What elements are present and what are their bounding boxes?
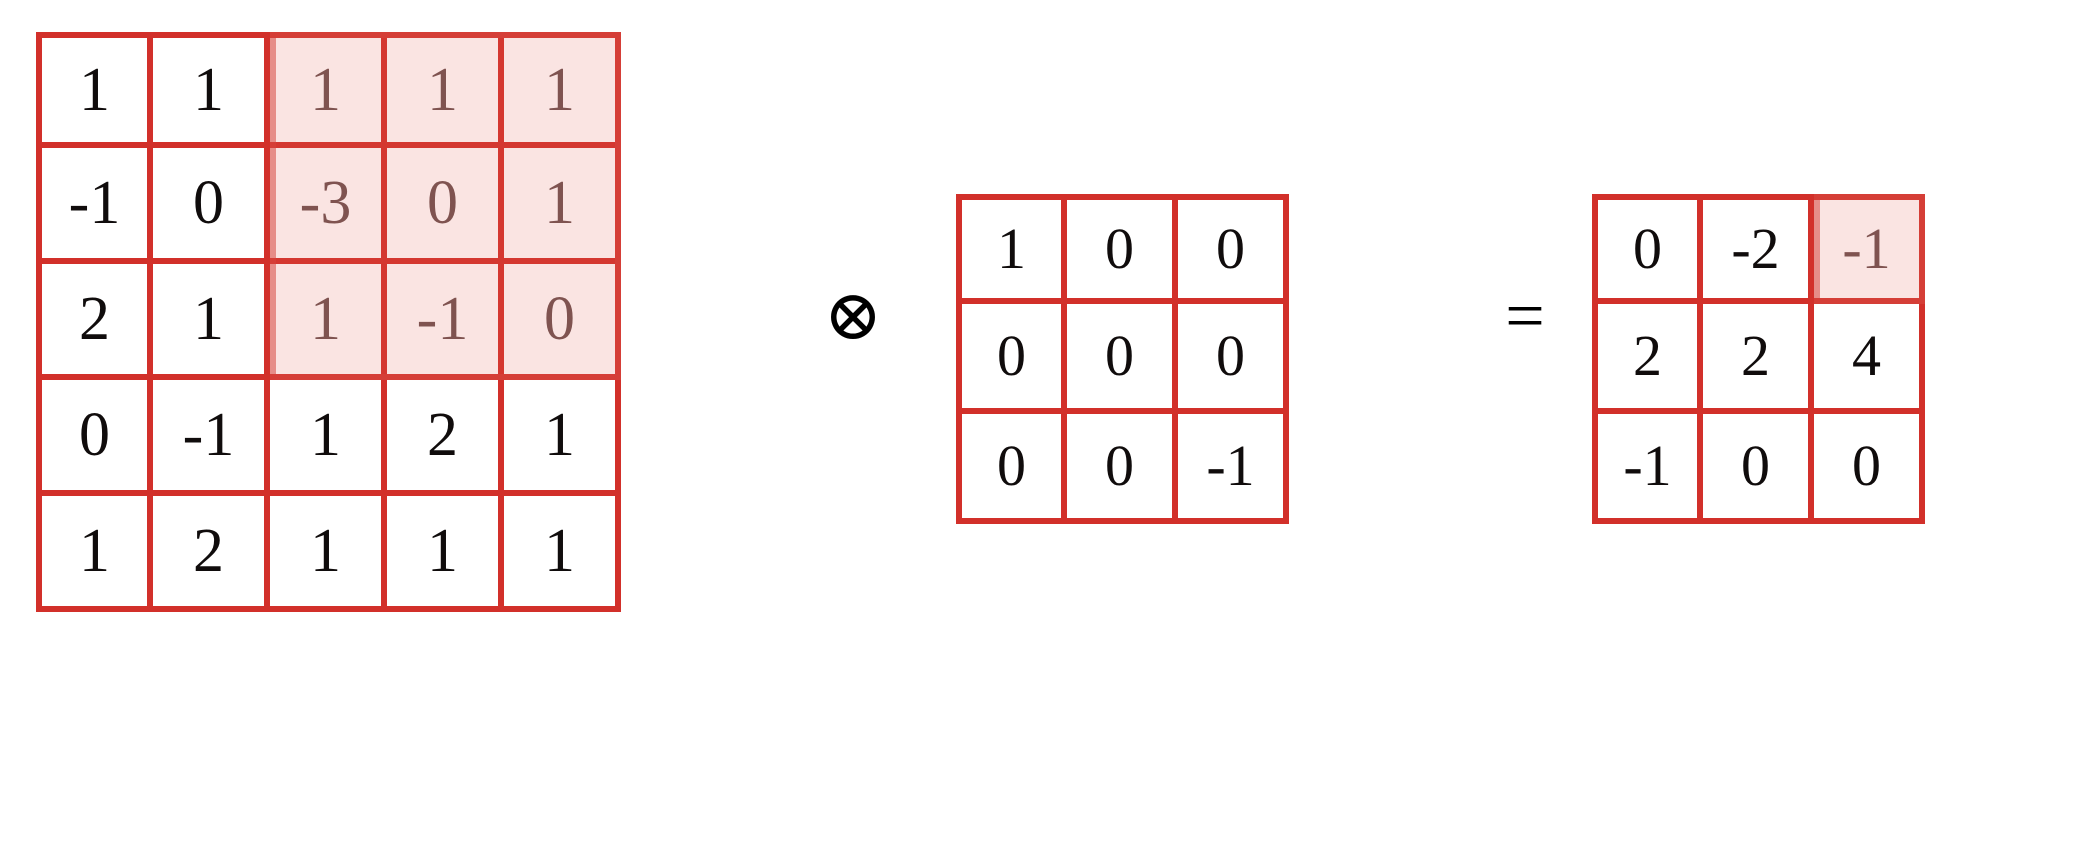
kernel-cell-r1-c1: 0	[1067, 304, 1178, 414]
input-cell-r1-c2: -3	[270, 148, 387, 264]
input-cell-r3-c3: 2	[387, 380, 504, 496]
input-cell-r2-c0: 2	[36, 264, 153, 380]
input-cell-r1-c4: 1	[504, 148, 621, 264]
input-cell-r4-c1: 2	[153, 496, 270, 612]
input-cell-r3-c1: -1	[153, 380, 270, 496]
input-cell-r3-c2: 1	[270, 380, 387, 496]
input-cell-r0-c0: 1	[36, 32, 153, 148]
input-cell-r3-c4: 1	[504, 380, 621, 496]
kernel-cell-r0-c0: 1	[956, 194, 1067, 304]
input-cell-r2-c3: -1	[387, 264, 504, 380]
output-cell-r0-c1: -2	[1703, 194, 1814, 304]
input-cell-r2-c4: 0	[504, 264, 621, 380]
input-cell-r2-c1: 1	[153, 264, 270, 380]
kernel-cell-r0-c2: 0	[1178, 194, 1289, 304]
kernel-cell-r2-c0: 0	[956, 414, 1067, 524]
input-cell-r2-c2: 1	[270, 264, 387, 380]
input-cell-r1-c3: 0	[387, 148, 504, 264]
output-cell-r2-c0: -1	[1592, 414, 1703, 524]
input-cell-r1-c0: -1	[36, 148, 153, 264]
input-cell-r0-c1: 1	[153, 32, 270, 148]
input-cell-r0-c4: 1	[504, 32, 621, 148]
output-cell-r2-c1: 0	[1703, 414, 1814, 524]
kernel-cell-r2-c2: -1	[1178, 414, 1289, 524]
input-cell-r4-c3: 1	[387, 496, 504, 612]
input-cell-r4-c4: 1	[504, 496, 621, 612]
output-cell-r0-c2: -1	[1814, 194, 1925, 304]
output-cell-r1-c0: 2	[1592, 304, 1703, 414]
kernel-cell-r1-c0: 0	[956, 304, 1067, 414]
input-cell-r3-c0: 0	[36, 380, 153, 496]
output-cell-r1-c2: 4	[1814, 304, 1925, 414]
kernel-cell-r0-c1: 0	[1067, 194, 1178, 304]
input-cell-r4-c0: 1	[36, 496, 153, 612]
input-cell-r1-c1: 0	[153, 148, 270, 264]
output-cell-r2-c2: 0	[1814, 414, 1925, 524]
input-cell-r0-c3: 1	[387, 32, 504, 148]
equals-operator-icon: =	[1505, 278, 1545, 355]
input-cell-r0-c2: 1	[270, 32, 387, 148]
output-cell-r0-c0: 0	[1592, 194, 1703, 304]
kernel-cell-r1-c2: 0	[1178, 304, 1289, 414]
kernel-cell-r2-c1: 0	[1067, 414, 1178, 524]
convolution-operator-icon: ⊗	[823, 278, 883, 355]
output-cell-r1-c1: 2	[1703, 304, 1814, 414]
input-cell-r4-c2: 1	[270, 496, 387, 612]
